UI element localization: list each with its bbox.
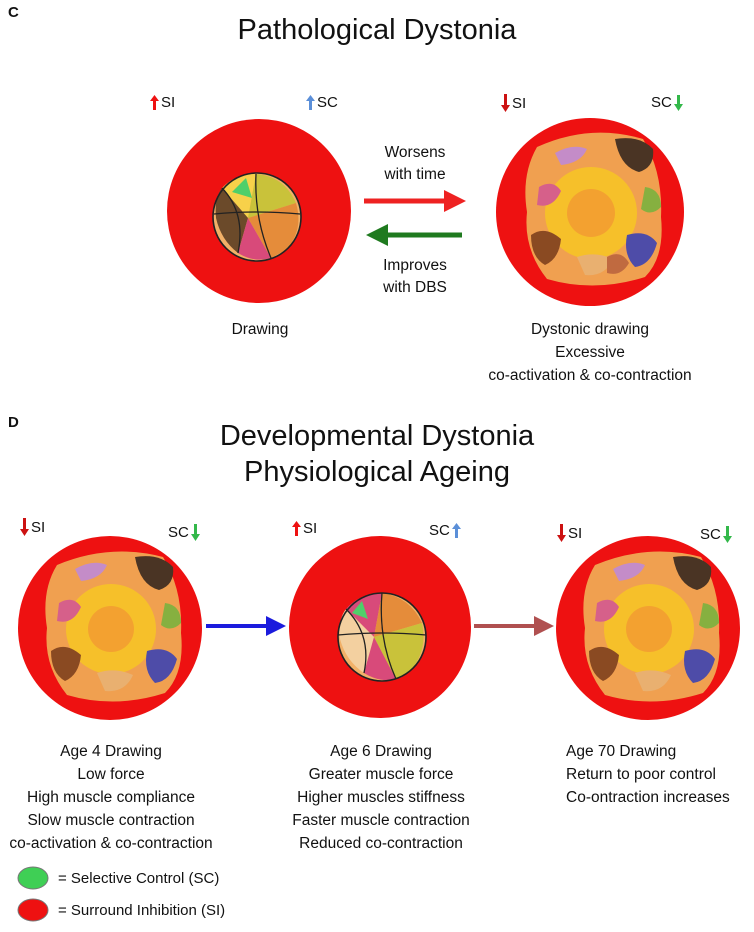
caption-line: Slow muscle contraction — [27, 812, 195, 829]
caption: Dystonic drawing Excessive co-activation… — [470, 318, 710, 387]
si-label: SI — [161, 94, 176, 111]
arrow-down-icon — [722, 526, 732, 543]
si-indicator: SI — [20, 518, 45, 536]
legend: = Selective Control (SC) = Surround Inhi… — [16, 866, 225, 922]
sc-label: SC — [317, 94, 338, 111]
arrow-down-icon — [557, 524, 566, 542]
caption-line: Co-ontraction increases — [566, 789, 730, 806]
si-label: SI — [303, 520, 318, 537]
sc-indicator: SC — [168, 524, 200, 541]
panel-c-title: Pathological Dystonia — [237, 14, 517, 46]
arrow-down-icon — [501, 94, 510, 112]
caption-line: Excessive — [555, 344, 625, 361]
arrow-up-icon — [306, 95, 315, 110]
sc-label: SC — [651, 94, 672, 111]
legend-label: = Selective Control (SC) — [58, 869, 220, 887]
panel-d-title: Developmental Dystonia Physiological Age… — [177, 418, 577, 490]
legend-item-selective-control: = Selective Control (SC) — [16, 866, 225, 890]
panel-c-letter: C — [8, 4, 19, 21]
drawing-patch — [525, 132, 662, 286]
caption-line: Reduced co-contraction — [299, 835, 463, 852]
arrow-up-icon — [451, 523, 461, 538]
small-drawing-circle — [289, 536, 471, 718]
caption: Drawing — [170, 318, 350, 341]
si-label: SI — [568, 524, 583, 542]
si-indicator: SI — [557, 524, 582, 542]
small-drawing-circle — [167, 119, 351, 303]
caption: Age 4 Drawing Low force High muscle comp… — [0, 740, 222, 855]
drawing-patch — [583, 551, 720, 702]
legend-label: = Surround Inhibition (SI) — [58, 901, 226, 919]
label-line: with time — [384, 166, 446, 183]
caption-line: Faster muscle contraction — [292, 812, 470, 829]
sc-label: SC — [168, 524, 189, 541]
sc-label: SC — [429, 522, 450, 539]
worsens-arrow — [364, 190, 466, 212]
caption-line: Age 6 Drawing — [330, 743, 432, 760]
caption: Age 6 Drawing Greater muscle force Highe… — [286, 740, 476, 855]
arrow-up-icon — [150, 95, 159, 110]
progression-arrow — [206, 616, 286, 636]
si-label: SI — [31, 518, 46, 536]
large-drawing-circle — [496, 118, 684, 306]
caption-line: Age 4 Drawing — [60, 743, 162, 760]
label-line: with DBS — [383, 279, 447, 296]
sc-indicator: SC — [429, 522, 461, 539]
si-label: SI — [512, 94, 527, 112]
label-line: Worsens — [384, 144, 446, 161]
worsens-label: Worsens with time — [355, 142, 475, 186]
title-line: Developmental Dystonia — [219, 420, 535, 452]
caption-line: Age 70 Drawing — [566, 743, 677, 760]
caption-line: Greater muscle force — [308, 766, 454, 783]
red-disk-icon — [17, 898, 49, 922]
sc-indicator: SC — [651, 94, 683, 111]
improves-arrow — [366, 224, 462, 246]
arrow-down-icon — [673, 94, 683, 111]
si-indicator: SI — [501, 94, 526, 112]
sc-indicator: SC — [700, 526, 732, 543]
arrow-up-icon — [292, 521, 301, 536]
progression-arrow — [474, 616, 554, 636]
green-disk-icon — [17, 866, 49, 890]
caption-line: Drawing — [231, 321, 289, 338]
caption-line: Higher muscles stiffness — [297, 789, 465, 806]
caption-line: co-activation & co-contraction — [488, 367, 692, 384]
si-indicator: SI — [292, 520, 317, 537]
caption-line: Low force — [77, 766, 145, 783]
sc-label: SC — [700, 526, 721, 543]
drawing-ball — [337, 592, 427, 682]
caption-line: co-activation & co-contraction — [9, 835, 213, 852]
arrow-down-icon — [20, 518, 29, 536]
si-indicator: SI — [150, 94, 175, 111]
arrow-down-icon — [190, 524, 200, 541]
caption-line: High muscle compliance — [27, 789, 195, 806]
improves-label: Improves with DBS — [355, 255, 475, 299]
drawing-patch — [45, 551, 182, 702]
large-drawing-circle — [556, 536, 740, 720]
caption-line: Return to poor control — [566, 766, 716, 783]
drawing-ball — [212, 172, 302, 262]
title-line: Physiological Ageing — [243, 456, 510, 488]
label-line: Improves — [383, 257, 447, 274]
sc-indicator: SC — [306, 94, 338, 111]
caption: Age 70 Drawing Return to poor control Co… — [566, 740, 746, 809]
panel-d-letter: D — [8, 414, 19, 431]
large-drawing-circle — [18, 536, 202, 720]
legend-item-surround-inhibition: = Surround Inhibition (SI) — [16, 898, 225, 922]
caption-line: Dystonic drawing — [530, 321, 650, 338]
